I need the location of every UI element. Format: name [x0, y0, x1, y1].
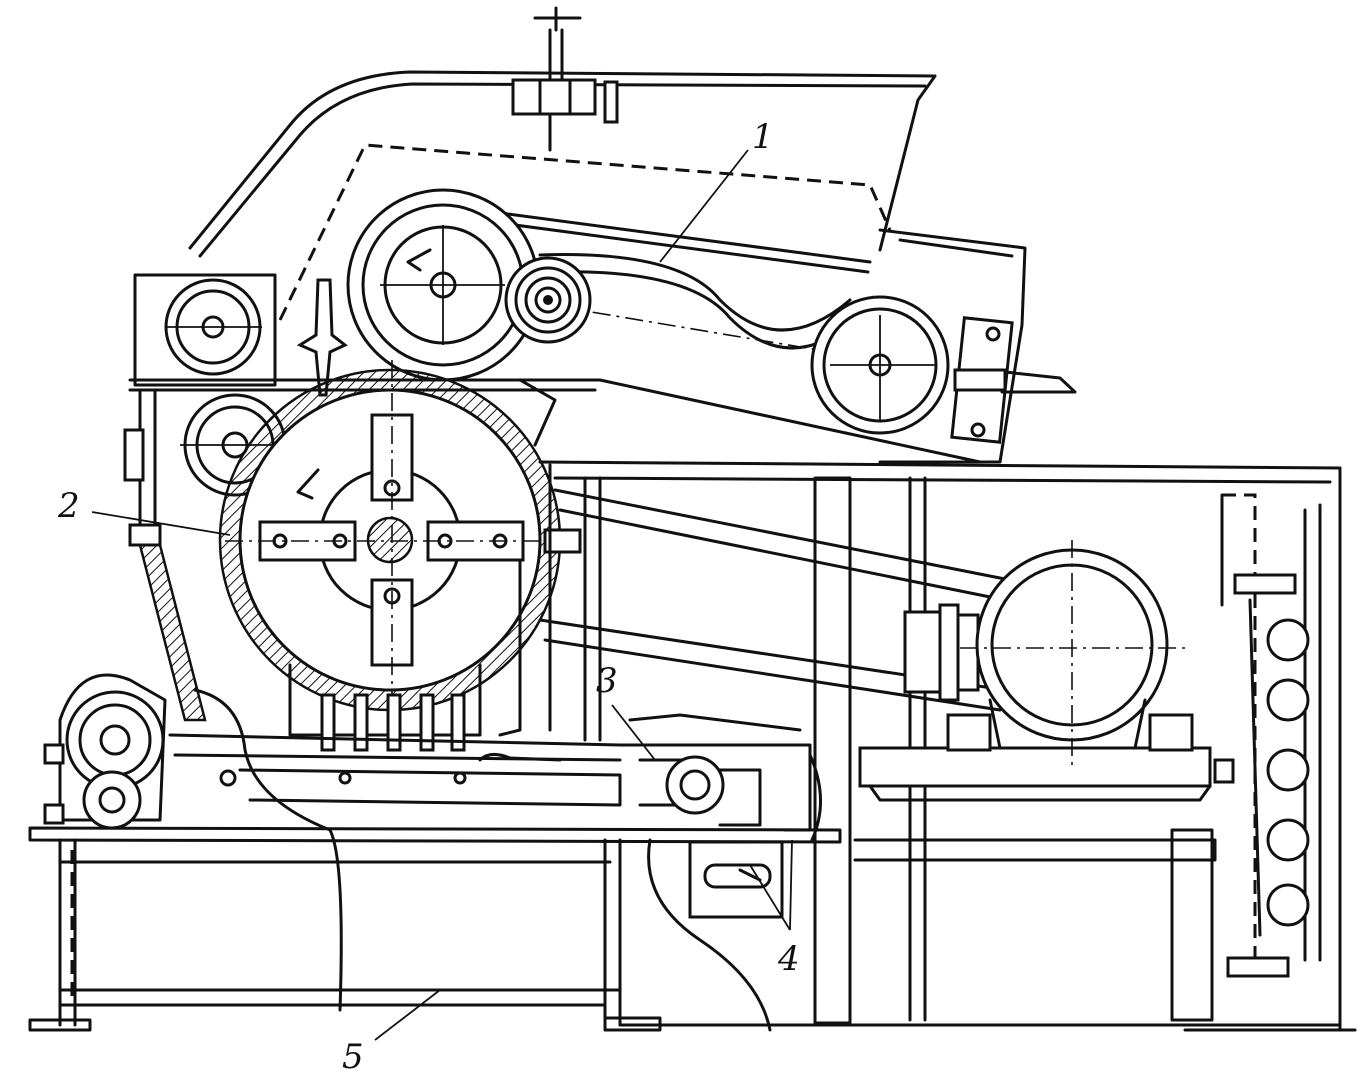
- electric-motor: [858, 540, 1235, 802]
- callout-2: 2: [57, 486, 231, 536]
- base-frame: [28, 826, 1357, 1032]
- rotor-drum: [218, 360, 582, 720]
- belt-tail-drum: [810, 295, 1077, 444]
- top-hopper-casing: [188, 70, 1027, 464]
- feed-tray-and-chain: [168, 713, 822, 842]
- callout-1: 1: [659, 117, 774, 263]
- right-side-chain-conveyor: [1220, 493, 1322, 978]
- callout-label: 5: [342, 1037, 364, 1077]
- upper-feed-roller: [133, 273, 277, 387]
- callout-3: 3: [596, 661, 656, 761]
- belt-idler-pulley: [504, 256, 592, 344]
- adjustment-screw: [511, 6, 619, 152]
- left-side-wall: [123, 388, 207, 722]
- break-lines: [193, 688, 772, 1032]
- rotor-grate: [288, 663, 482, 752]
- callout-4: 4: [749, 839, 800, 979]
- callout-label: 3: [596, 661, 618, 701]
- callout-label: 2: [57, 486, 80, 526]
- callout-5: 5: [342, 989, 441, 1077]
- bearing-housing: [688, 840, 784, 919]
- callout-label: 1: [752, 117, 774, 157]
- discharge-chute: [498, 378, 557, 737]
- belt-drive-drum: [346, 188, 540, 382]
- motor-frame: [538, 460, 1342, 1032]
- lower-drive-sprocket: [43, 673, 167, 830]
- callout-label: 4: [777, 939, 800, 979]
